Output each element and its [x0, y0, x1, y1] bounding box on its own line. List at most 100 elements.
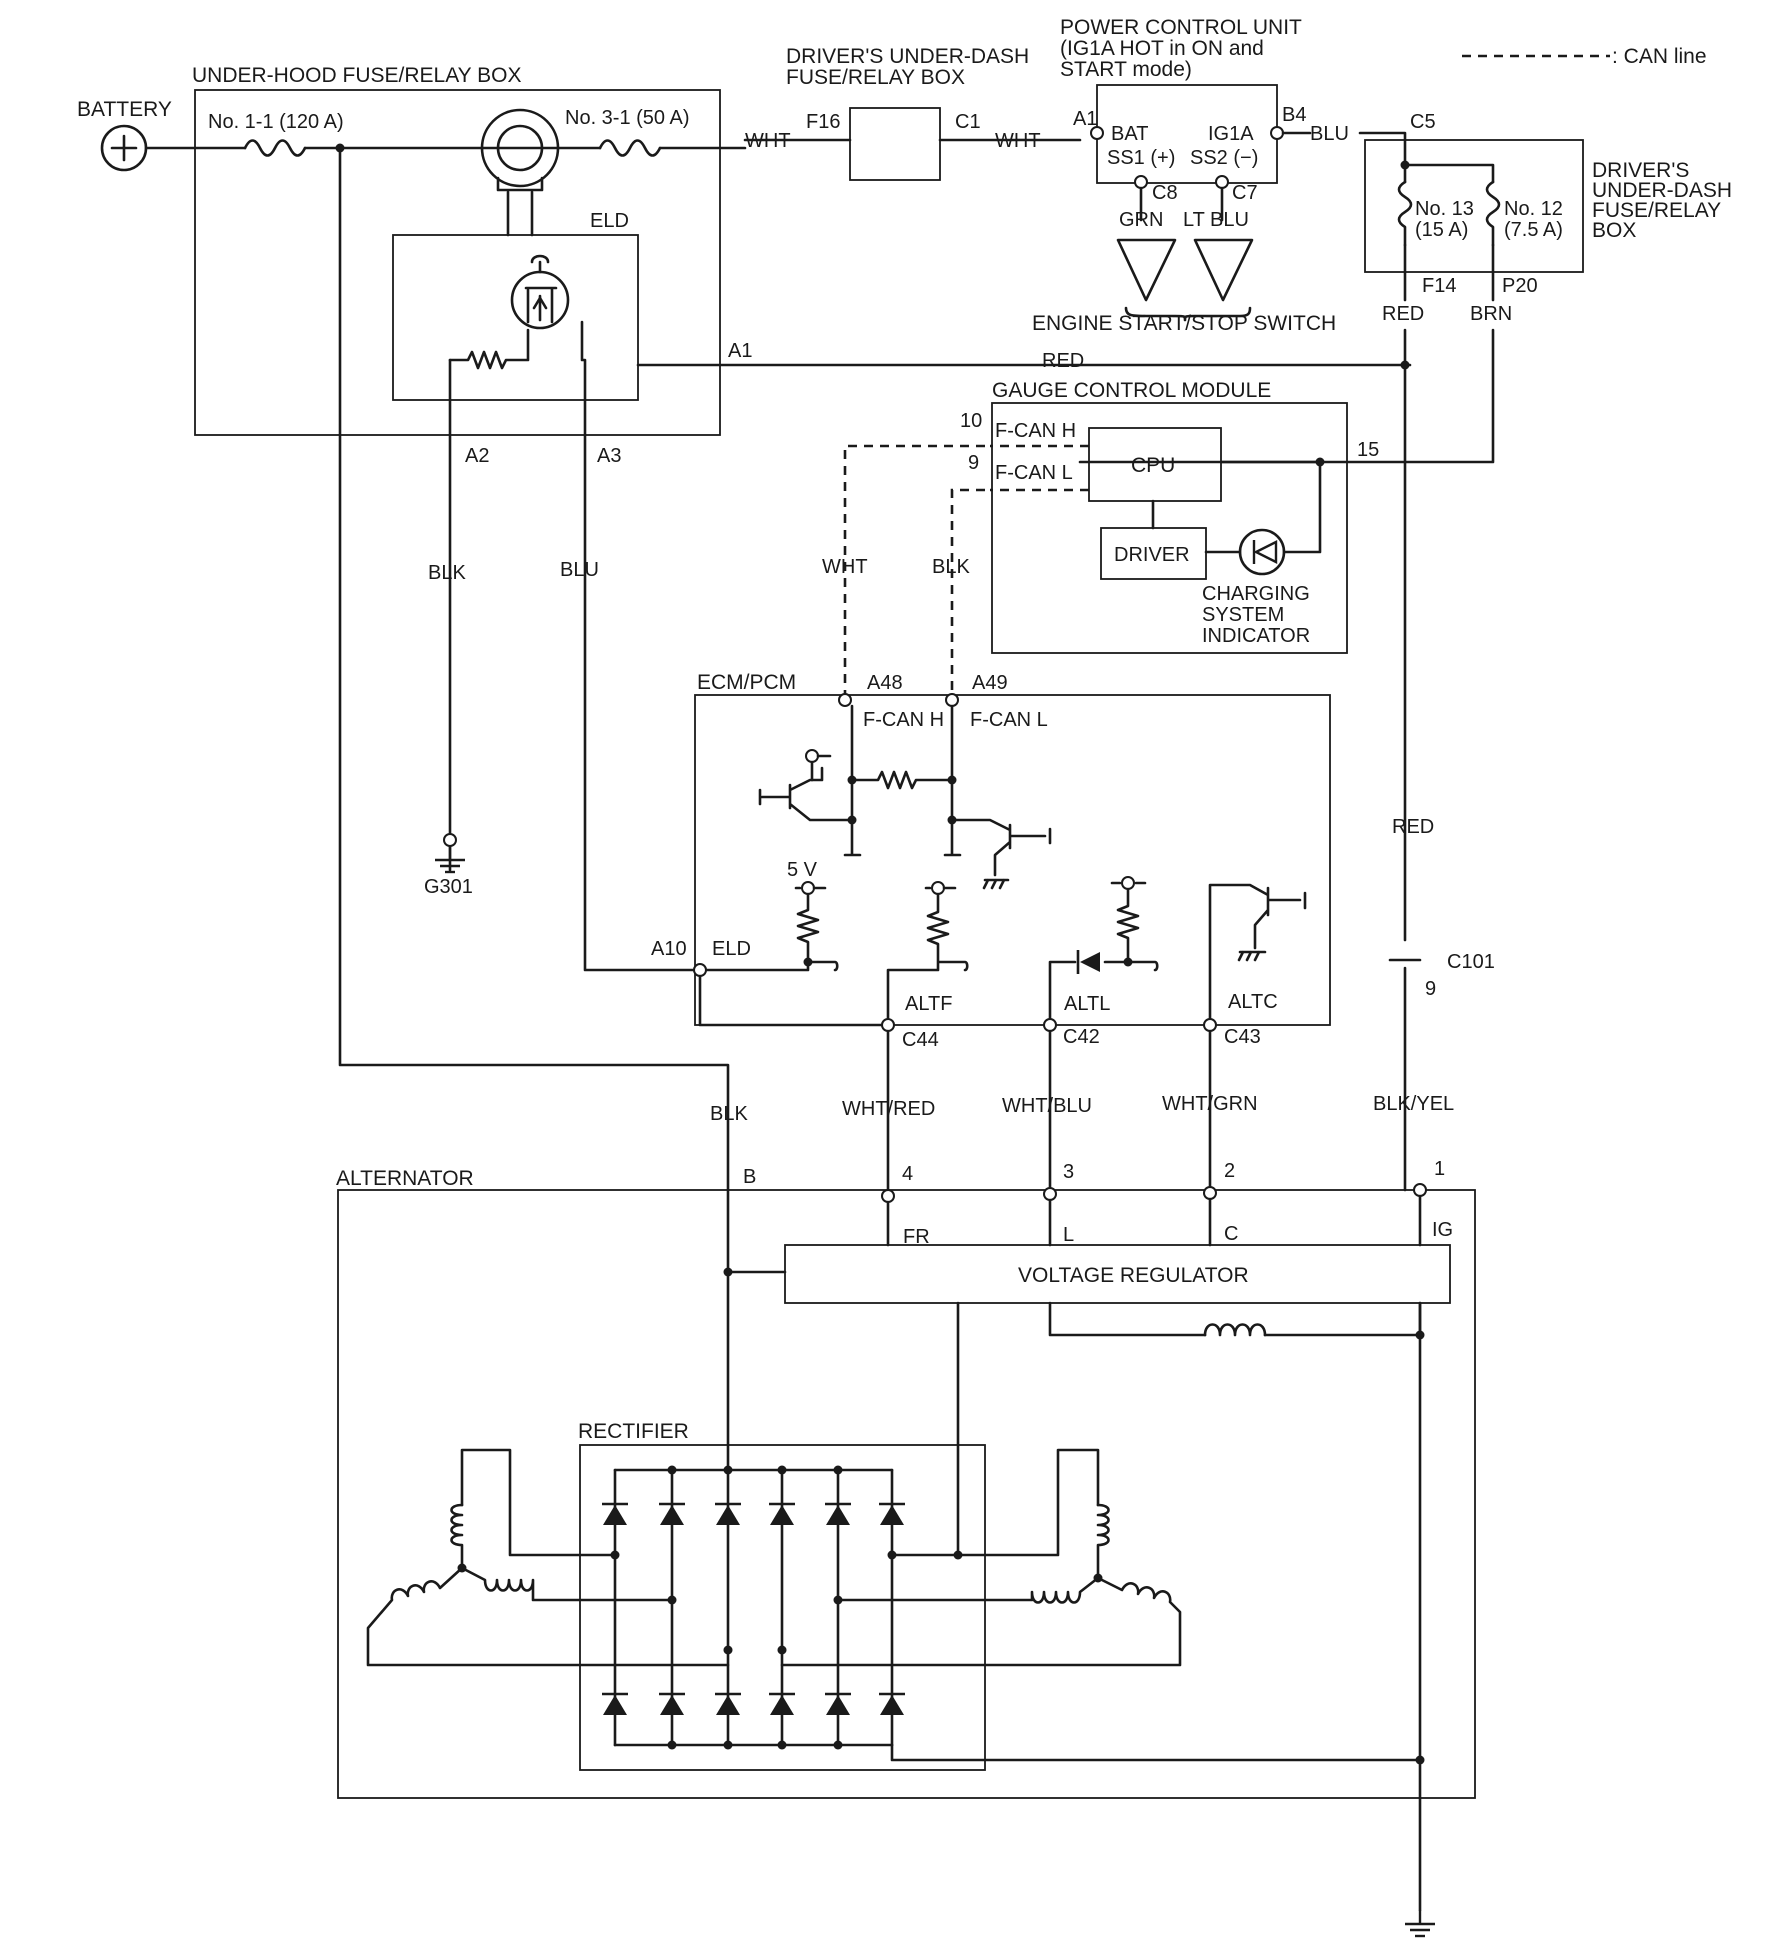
ground-g301-label: G301: [424, 876, 473, 898]
dash-right-pin-p20: P20: [1502, 275, 1538, 297]
diode-lower-5: [823, 1692, 853, 1717]
wire-blu-label: BLU: [1310, 123, 1349, 145]
fuse-3-1-label: No. 3-1 (50 A): [565, 107, 690, 129]
ecm-pin-a10: A10: [651, 938, 687, 960]
ecm-5v-label: 5 V: [787, 859, 818, 881]
eld-a3-wire: [583, 433, 702, 972]
dash-right-pin-c5: C5: [1410, 111, 1436, 133]
gauge-pin-15: 15: [1357, 439, 1379, 461]
eld-resistor: [448, 328, 530, 370]
regulator-fr: FR: [903, 1226, 930, 1248]
regulator-ig: IG: [1432, 1219, 1453, 1241]
gauge-driver-label: DRIVER: [1114, 544, 1190, 566]
battery-to-alternator-b: [338, 146, 730, 1192]
indicator-label-1: CHARGING: [1202, 583, 1310, 605]
diode-upper-2: [657, 1502, 687, 1527]
eld-label: ELD: [590, 210, 629, 232]
ecm-altc-label: ALTC: [1228, 991, 1278, 1013]
ecm-eld-bottom: [698, 974, 890, 1027]
ecm-label: ECM/PCM: [697, 671, 796, 694]
ecm-altf-label: ALTF: [905, 993, 952, 1015]
ecm-pin-a48: A48: [867, 672, 903, 694]
ecm-fcan-h: F-CAN H: [863, 709, 944, 731]
blu-wire-to-c5: [1281, 131, 1407, 167]
engine-start-stop-switch-icon: [1116, 238, 1254, 322]
stator-right-icon: [780, 1448, 1182, 1667]
dash-box-top-label-1: DRIVER'S UNDER-DASH: [786, 45, 1029, 68]
start-switch-wires: [1139, 186, 1224, 222]
diode-lower-1: [600, 1692, 630, 1717]
stator-left-icon: [366, 1448, 730, 1667]
wire-blu-a3-label: BLU: [560, 559, 599, 581]
rectifier-ground-bus: [890, 1743, 1422, 1762]
fuse-13-label-b: (15 A): [1415, 219, 1468, 241]
alternator-pin-3: 3: [1063, 1161, 1074, 1183]
eld-a3-inner: [580, 320, 587, 437]
wire-wht1-label: WHT: [745, 130, 791, 152]
charging-indicator-led-icon: [1238, 528, 1286, 576]
pcu-ss2: SS2 (−): [1190, 147, 1258, 169]
dash-box-right-label-3: FUSE/RELAY: [1592, 199, 1721, 222]
indicator-label-2: SYSTEM: [1202, 604, 1284, 626]
wire-brn-label: BRN: [1470, 303, 1512, 325]
voltage-regulator-label: VOLTAGE REGULATOR: [1018, 1264, 1249, 1287]
wire-grn-label: GRN: [1119, 209, 1163, 231]
dash-right-pin-f14: F14: [1422, 275, 1456, 297]
alternator-label: ALTERNATOR: [336, 1167, 474, 1190]
gauge-pin-9: 9: [968, 452, 979, 474]
fuse-13-label-a: No. 13: [1415, 198, 1474, 220]
dash-box-right-label-2: UNDER-DASH: [1592, 179, 1732, 202]
diode-upper-1: [600, 1502, 630, 1527]
ecm-altl-label: ALTL: [1064, 993, 1110, 1015]
wire-blk-yel-label: BLK/YEL: [1373, 1093, 1454, 1115]
dash-box-right-label-4: BOX: [1592, 219, 1636, 242]
gauge-fcan-l: F-CAN L: [995, 462, 1073, 484]
diode-lower-2: [657, 1692, 687, 1717]
dash-box-right: [1364, 139, 1584, 273]
wire-blk-b-label: BLK: [710, 1103, 748, 1125]
fuse-12-icon: [1485, 180, 1501, 247]
diode-upper-5: [823, 1502, 853, 1527]
ecm-pcm-module: [694, 694, 1331, 1026]
regulator-c: C: [1224, 1223, 1238, 1245]
dash-box-top-label-2: FUSE/RELAY BOX: [786, 66, 965, 89]
battery-symbol: [100, 124, 148, 172]
gauge-control-module: [991, 402, 1348, 654]
ecm-pin-a49: A49: [972, 672, 1008, 694]
fuse-1-1-icon: [243, 139, 307, 157]
start-switch-label: ENGINE START/STOP SWITCH: [1032, 312, 1336, 335]
pcu-pin-b4: B4: [1282, 104, 1306, 126]
pcu-bat: BAT: [1111, 123, 1148, 145]
gauge-module-label: GAUGE CONTROL MODULE: [992, 379, 1271, 402]
wire-wht-can-label: WHT: [822, 556, 868, 578]
wire-blk-can-label: BLK: [932, 556, 970, 578]
ecm-altl-diode-icon: [1076, 950, 1100, 974]
alternator-pin-4: 4: [902, 1163, 913, 1185]
ecm-altf-circuit: [886, 892, 969, 1022]
diode-lower-3: [713, 1692, 743, 1717]
alternator-pin-b: B: [743, 1166, 756, 1188]
diode-upper-6: [877, 1502, 907, 1527]
c101-pin: 9: [1425, 978, 1436, 1000]
underhood-box-label: UNDER-HOOD FUSE/RELAY BOX: [192, 64, 521, 87]
fuse-1-1-label: No. 1-1 (120 A): [208, 111, 344, 133]
rectifier: [579, 1444, 986, 1771]
fuse-12-label-b: (7.5 A): [1504, 219, 1563, 241]
dash-box-pin-f16: F16: [806, 111, 840, 133]
ecm-altl-circuit: [1048, 887, 1159, 1022]
pcu-pin-c7: C7: [1232, 182, 1258, 204]
regulator-inputs: [886, 1194, 1422, 1247]
ecm-pin-c44: C44: [902, 1029, 939, 1051]
battery-label: BATTERY: [77, 98, 172, 121]
diode-lower-4: [767, 1692, 797, 1717]
pcu-pin-a1: A1: [1073, 108, 1097, 130]
voltage-regulator: [784, 1244, 1451, 1304]
pcu-ig1a: IG1A: [1208, 123, 1254, 145]
eld-pin-a1: A1: [728, 340, 752, 362]
alternator-pin-1: 1: [1434, 1158, 1445, 1180]
rectifier-bridge: [600, 1465, 907, 1750]
can-line-legend-label: : CAN line: [1612, 45, 1707, 68]
fcan-l-line: [950, 488, 1089, 695]
